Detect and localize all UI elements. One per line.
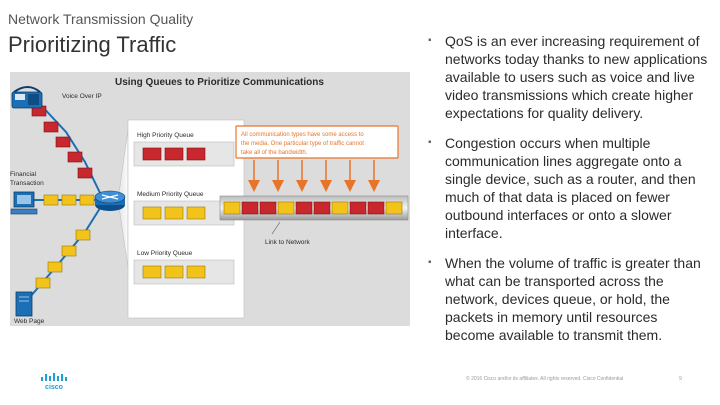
bullet-marker: ▪ xyxy=(428,257,432,268)
finance-label-line1: Financial xyxy=(10,171,37,178)
link-leader xyxy=(271,221,281,235)
slide-title: Prioritizing Traffic xyxy=(8,32,177,57)
medium-queue-packets xyxy=(142,206,206,220)
page-number: 9 xyxy=(679,376,682,382)
yellow-packets-finance xyxy=(43,194,95,206)
bullet-marker: ▪ xyxy=(428,137,432,148)
bullet-item: ▪ QoS is an ever increasing requirement o… xyxy=(428,32,710,122)
link-packets xyxy=(223,201,403,215)
diagram-title: Using Queues to Prioritize Communication… xyxy=(115,77,324,88)
note-line2: the media. One particular type of traffi… xyxy=(241,141,364,147)
bullet-text: When the volume of traffic is greater th… xyxy=(445,255,701,343)
bullet-text: Congestion occurs when multiple communic… xyxy=(445,135,696,241)
medium-queue-label: Medium Priority Queue xyxy=(137,191,204,198)
note-arrows xyxy=(248,160,380,192)
computer-icon xyxy=(10,191,38,215)
bullet-marker: ▪ xyxy=(428,35,432,46)
section-title: Network Transmission Quality xyxy=(8,11,194,27)
note-line1: All communication types have some access… xyxy=(241,132,364,138)
queue-diagram: Using Queues to Prioritize Communication… xyxy=(10,72,410,326)
low-queue-packets xyxy=(142,265,206,279)
bullet-item: ▪ Congestion occurs when multiple communi… xyxy=(428,134,710,242)
finance-label-line2: Transaction xyxy=(10,180,44,187)
link-label: Link to Network xyxy=(265,239,311,246)
web-label: Web Page xyxy=(14,318,45,325)
note-line3: take all of the bandwidth. xyxy=(241,150,308,156)
cisco-logo: cisco xyxy=(40,372,68,395)
bullet-list: ▪ QoS is an ever increasing requirement o… xyxy=(428,32,710,356)
cisco-wordmark: cisco xyxy=(45,384,63,390)
phone-icon xyxy=(11,86,43,109)
server-icon xyxy=(15,291,33,317)
bullet-item: ▪ When the volume of traffic is greater t… xyxy=(428,254,710,344)
yellow-packets-web xyxy=(35,229,91,289)
red-packets-voice xyxy=(31,105,93,179)
low-queue-label: Low Priority Queue xyxy=(137,250,193,257)
voice-label: Voice Over IP xyxy=(62,93,102,100)
router-icon xyxy=(94,190,126,211)
copyright-text: © 2016 Cisco and/or its affiliates. All … xyxy=(466,376,624,382)
high-queue-label: High Priority Queue xyxy=(137,132,194,139)
note-callout xyxy=(235,125,399,159)
high-queue-packets xyxy=(142,147,206,161)
bullet-text: QoS is an ever increasing requirement of… xyxy=(445,33,708,121)
